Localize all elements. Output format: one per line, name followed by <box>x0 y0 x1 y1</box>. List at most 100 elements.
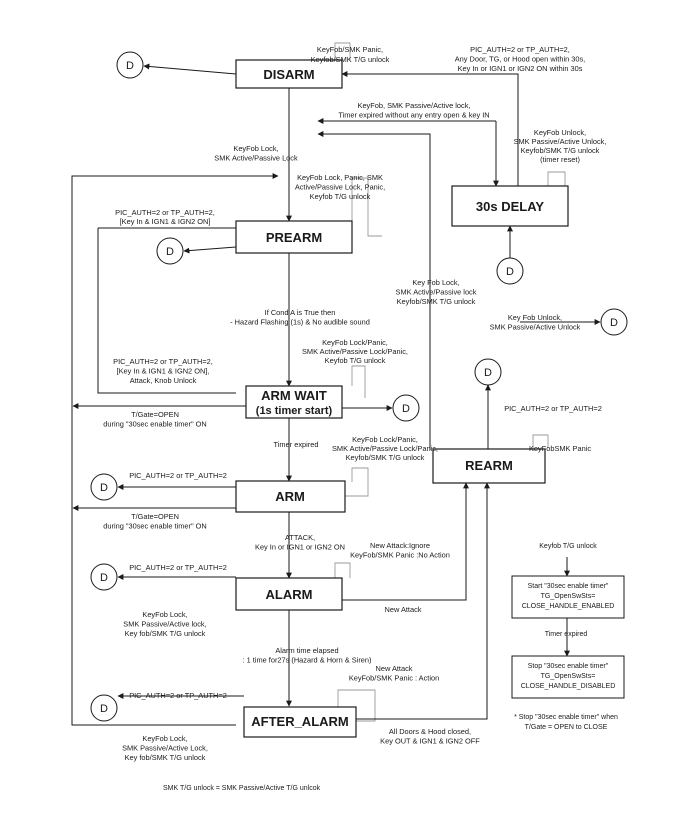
state-arm[interactable] <box>235 480 346 513</box>
label-line: (timer reset) <box>540 155 580 164</box>
label-line: New Attack <box>376 664 413 673</box>
label-line: CLOSE_HANDLE_ENABLED <box>522 603 615 610</box>
timer-stop-text: Stop "30sec enable timer"TG_OpenSwSts=CL… <box>521 663 616 690</box>
label-line: If Cond A is True then <box>265 308 336 317</box>
label-line: New Attack <box>385 605 422 614</box>
label-line: Active/Passive Lock, Panic, <box>295 183 385 192</box>
label-line: PIC_AUTH=2 or TP_AUTH=2, <box>113 357 213 366</box>
timer-flow-text: Keyfob T/G unlock Start "30sec enable ti… <box>514 543 618 731</box>
state-prearm[interactable] <box>235 220 353 254</box>
label-prearm-to-armwait: If Cond A is True then- Hazard Flashing … <box>230 308 370 327</box>
label-line: Alarm time elapsed <box>275 646 338 655</box>
label-line: KeyFob Lock/Panic, <box>352 435 418 444</box>
label-line: [Key In & IGN1 & IGN2 ON] <box>120 217 211 226</box>
label-line: KeyFob/SMK Panic :No Action <box>350 551 450 560</box>
label-rearm-to-d: PIC_AUTH=2 or TP_AUTH=2 <box>504 404 602 413</box>
label-line: Key In or IGN1 or IGN2 ON <box>255 543 345 552</box>
label-arm-to-d: PIC_AUTH=2 or TP_AUTH=2 <box>129 471 227 480</box>
d-circle-prearm: D <box>156 237 184 265</box>
label-line: Keyfob T/G unlock <box>310 192 371 201</box>
label-arm-self: KeyFob Lock/Panic,SMK Active/Passive Loc… <box>332 435 438 462</box>
label-line: Any Door, TG, or Hood open within 30s, <box>455 55 586 64</box>
arrow-rearm-to-disarm <box>317 131 431 450</box>
label-line: PIC_AUTH=2 or TP_AUTH=2, <box>470 45 570 54</box>
label-line: - Hazard Flashing (1s) & No audible soun… <box>230 318 370 327</box>
state-prearm-label: PREARM <box>266 230 322 245</box>
label-line: during "30sec enable timer" ON <box>103 420 206 429</box>
d-circle-label: D <box>484 367 492 379</box>
label-rearm-self-text: KeyFobSMK Panic <box>529 444 591 453</box>
state-armwait-sublabel: (1s timer start) <box>256 405 333 417</box>
state-boxes: DISARM 30s DELAY PREARM ARM WAIT (1s tim… <box>235 59 569 738</box>
label-prearm-to-d: PIC_AUTH=2 or TP_AUTH=2,[Key In & IGN1 &… <box>115 208 215 226</box>
label-line: T/Gate = OPEN to CLOSE <box>525 724 608 731</box>
footer-note: SMK T/G unlock = SMK Passive/Active T/G … <box>163 785 321 792</box>
label-line: Start "30sec enable timer" <box>528 583 609 590</box>
state-armwait-label: ARM WAIT <box>261 388 327 403</box>
d-circle-label: D <box>166 246 174 258</box>
label-line: KeyFob Lock/Panic, <box>322 338 388 347</box>
transitions <box>71 42 601 726</box>
arrow-prearm-to-d <box>183 246 237 254</box>
label-line: ATTACK, <box>285 533 315 542</box>
loop-rearm <box>532 434 549 450</box>
state-delay-label: 30s DELAY <box>476 199 544 214</box>
state-after-alarm[interactable] <box>243 706 357 738</box>
label-delay-self: KeyFob Unlock,SMK Passive/Active Unlock,… <box>514 128 607 164</box>
label-line: Keyfob/SMK T/G unlock <box>346 453 425 462</box>
label-line: Key Fob Unlock, <box>508 313 562 322</box>
d-circle-label: D <box>506 266 514 278</box>
label-line: PIC_AUTH=2 or TP_AUTH=2 <box>504 404 602 413</box>
label-disarm-to-prearm: KeyFob Lock,SMK Active/Passive Lock <box>214 144 298 163</box>
label-line: during "30sec enable timer" ON <box>103 522 206 531</box>
transition-labels: KeyFob/SMK Panic,Keyfob/SMK T/G unlock P… <box>103 45 606 762</box>
d-circle-rearm: D <box>474 358 502 386</box>
label-line: Key Fob Lock, <box>412 278 459 287</box>
timer-trigger-label: Keyfob T/G unlock <box>539 543 597 550</box>
label-line: Key OUT & IGN1 & IGN2 OFF <box>380 737 480 746</box>
state-disarm-label: DISARM <box>263 67 314 82</box>
label-line: [Key In & IGN1 & IGN2 ON], <box>117 367 210 376</box>
state-alarm[interactable] <box>235 577 343 611</box>
d-circles: D D D D D D D D <box>90 51 628 722</box>
label-line: Keyfob/SMK T/G unlock <box>311 55 390 64</box>
state-disarm[interactable] <box>235 59 343 89</box>
label-alarm-to-d: PIC_AUTH=2 or TP_AUTH=2 <box>129 563 227 572</box>
d-circle-armwait: D <box>392 394 420 422</box>
label-line: SMK Active/Passive Lock/Panic, <box>302 347 408 356</box>
label-line: SMK Active/Passive Lock/Panic, <box>332 444 438 453</box>
label-new-attack: New Attack <box>385 605 422 614</box>
label-unlock-to-d: Key Fob Unlock,SMK Passive/Active Unlock <box>490 313 581 332</box>
timer-start-text: Start "30sec enable timer"TG_OpenSwSts=C… <box>522 583 615 610</box>
label-line: KeyFob/SMK Panic : Action <box>349 674 439 683</box>
label-to-delay: PIC_AUTH=2 or TP_AUTH=2,Any Door, TG, or… <box>455 45 586 73</box>
loop-alarm <box>334 562 351 578</box>
label-line: Keyfob/SMK T/G unlock <box>521 146 600 155</box>
label-line: CLOSE_HANDLE_DISABLED <box>521 683 616 690</box>
loop-prearm <box>351 177 382 237</box>
label-armwait-to-arm: Timer expired <box>274 440 319 449</box>
state-30s-delay[interactable] <box>451 185 569 227</box>
label-line: KeyFob, SMK Passive/Active lock, <box>358 101 471 110</box>
loop-arm <box>345 467 369 497</box>
label-line: Key In or IGN1 or IGN2 ON within 30s <box>458 64 583 73</box>
label-line: SMK Passive/Active Unlock, <box>514 137 607 146</box>
label-line: KeyFob Lock, <box>142 610 187 619</box>
state-arm-label: ARM <box>275 489 305 504</box>
state-arm-wait[interactable] <box>245 385 343 419</box>
label-line: TG_OpenSwSts= <box>541 673 596 680</box>
timer-stop-box <box>511 655 625 699</box>
label-line: KeyFob Lock, <box>233 144 278 153</box>
label-line: KeyFob/SMK Panic, <box>317 45 383 54</box>
label-line: PIC_AUTH=2 or TP_AUTH=2 <box>129 563 227 572</box>
label-line: PIC_AUTH=2 or TP_AUTH=2 <box>129 691 227 700</box>
timer-expired-label: Timer expired <box>545 631 588 638</box>
label-line: T/Gate=OPEN <box>131 410 179 419</box>
label-line: SMK Passive/Active Unlock <box>490 323 581 332</box>
state-rearm[interactable] <box>432 448 546 484</box>
d-circle-arm: D <box>90 473 118 501</box>
label-line: SMK Passive/Active lock, <box>123 620 206 629</box>
